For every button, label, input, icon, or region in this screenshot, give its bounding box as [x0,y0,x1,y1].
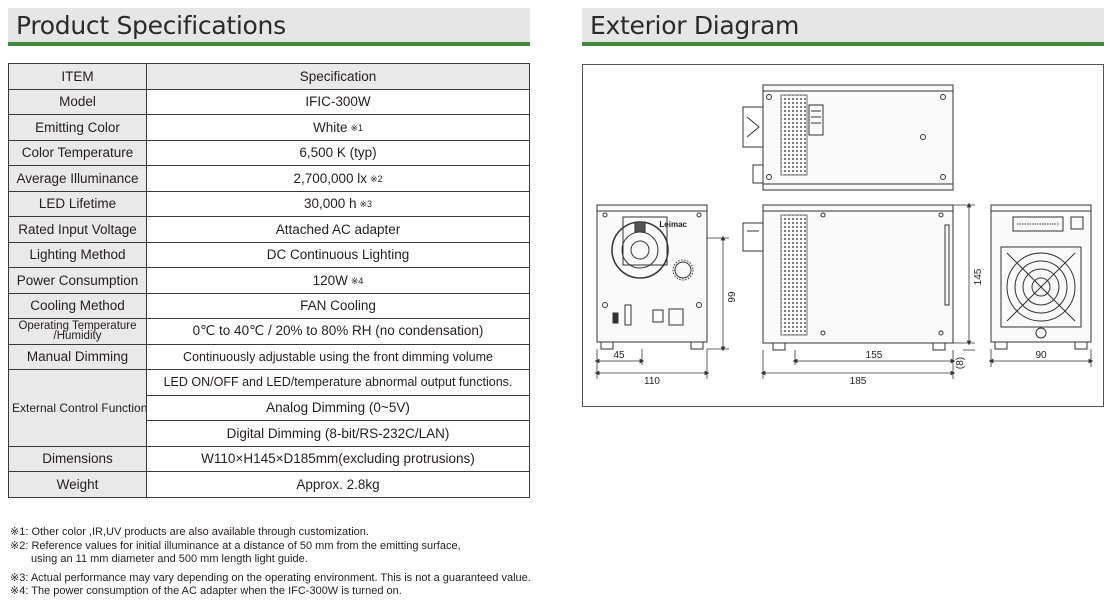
row-value: Analog Dimming (0~5V) [146,394,530,421]
spec-table: ITEM Specification Model IFIC-300W Emitt… [8,63,530,498]
rear-view [990,204,1092,350]
header-specification: Specification [146,63,530,90]
row-value: LED ON/OFF and LED/temperature abnormal … [146,369,530,396]
dim-front-height: 99 [727,291,738,303]
table-row: Cooling Method FAN Cooling [8,292,530,319]
table-row: Average Illuminance 2,700,000 lx※2 [8,165,530,192]
dim-front-width: 110 [644,376,660,387]
row-label: Cooling Method [8,292,147,319]
row-label: Emitting Color [8,114,147,141]
row-value-cell: 2,700,000 lx※2 [146,165,530,192]
dim-side-inner: 155 [866,350,883,361]
row-label: Weight [8,471,147,498]
table-row: Lighting Method DC Continuous Lighting [8,241,530,268]
table-row: Color Temperature 6,500 K (typ) [8,139,530,166]
footnote-ref: ※4 [350,275,364,286]
row-label-line: Operating Temperature [18,320,137,333]
footnote: ※4: The power consumption of the AC adap… [10,585,402,597]
row-label: Operating Temperature/Humidity [8,318,147,345]
row-value-cell: 30,000 h※3 [146,190,530,217]
row-value: Attached AC adapter [146,216,530,243]
row-label: LED Lifetime [8,190,147,217]
diagram-title: Exterior Diagram [590,11,800,40]
table-row: Power Consumption 120W※4 [8,267,530,294]
row-label: Average Illuminance [8,165,147,192]
table-row: Dimensions W110×H145×D185mm(excluding pr… [8,445,530,472]
row-value: Continuously adjustable using the front … [146,343,530,370]
row-value: 30,000 h [303,196,357,212]
header-item: ITEM [8,63,147,90]
row-value: Approx. 2.8kg [146,471,530,498]
row-value: DC Continuous Lighting [146,241,530,268]
row-value: 0℃ to 40℃ / 20% to 80% RH (no condensati… [146,318,530,345]
footnote-ref: ※1 [350,122,364,133]
row-value: 2,700,000 lx [293,170,367,186]
row-value-cell: White※1 [146,114,530,141]
diagram-drawing: Leimac [594,84,1094,387]
specifications-title: Product Specifications [16,11,286,40]
dim-rear-width: 90 [1035,350,1047,361]
row-label: Power Consumption [8,267,147,294]
row-value-cell: 120W※4 [146,267,530,294]
table-header-row: ITEM Specification [8,63,530,90]
exterior-diagram: Leimac [582,64,1104,407]
table-row: Digital Dimming (8-bit/RS-232C/LAN) [9,420,530,447]
footnote-ref: ※2 [370,173,383,184]
diagram-section-header: Exterior Diagram [582,8,1104,46]
row-value: Digital Dimming (8-bit/RS-232C/LAN) [146,420,530,447]
front-view: Leimac [596,204,708,350]
brand-logo: Leimac [659,220,687,229]
table-row: LED Lifetime 30,000 h※3 [8,190,530,217]
dim-side-foot: (8) [955,357,966,369]
row-label: Dimensions [8,445,147,472]
row-value: 6,500 K (typ) [146,139,530,166]
table-row: Weight Approx. 2.8kg [8,471,530,498]
footnote-ref: ※3 [359,199,373,210]
table-row: External Control Function LED ON/OFF and… [8,369,530,447]
row-label: Model [8,88,147,115]
row-label: Lighting Method [8,241,147,268]
footnote: ※2: Reference values for initial illumin… [10,539,461,552]
dim-side-height: 145 [973,268,984,285]
table-row: Rated Input Voltage Attached AC adapter [8,216,530,243]
row-label: External Control Function [8,369,147,447]
table-row: Manual Dimming Continuously adjustable u… [8,343,530,370]
table-row: Operating Temperature/Humidity 0℃ to 40℃… [8,318,530,345]
dimension-lines [594,202,1094,379]
row-value: 120W [312,272,348,288]
row-label: Manual Dimming [8,343,147,370]
row-value: IFIC-300W [146,88,530,115]
dimension-labels: 110 45 99 185 155 145 (8) 90 [613,268,1047,387]
table-row: Analog Dimming (0~5V) [9,394,530,421]
row-label: Rated Input Voltage [8,216,147,243]
top-view [742,84,954,191]
row-label-line: /Humidity [53,330,102,343]
table-row: Model IFIC-300W [8,88,530,115]
footnote: ※1: Other color ,IR,UV products are also… [10,526,369,538]
row-label: Color Temperature [8,139,147,166]
side-view [742,204,954,351]
dim-side-depth: 185 [850,376,867,387]
footnotes: ※1: Other color ,IR,UV products are also… [10,526,650,599]
dim-front-offset: 45 [613,350,625,361]
specifications-section-header: Product Specifications [8,8,530,46]
row-value: White [312,119,348,135]
footnote-continuation: using an 11 mm diameter and 500 mm lengt… [31,553,308,565]
table-row: Emitting Color White※1 [8,114,530,141]
row-value: W110×H145×D185mm(excluding protrusions) [146,445,530,472]
footnote: ※3: Actual performance may vary dependin… [10,571,531,584]
row-value: FAN Cooling [146,292,530,319]
